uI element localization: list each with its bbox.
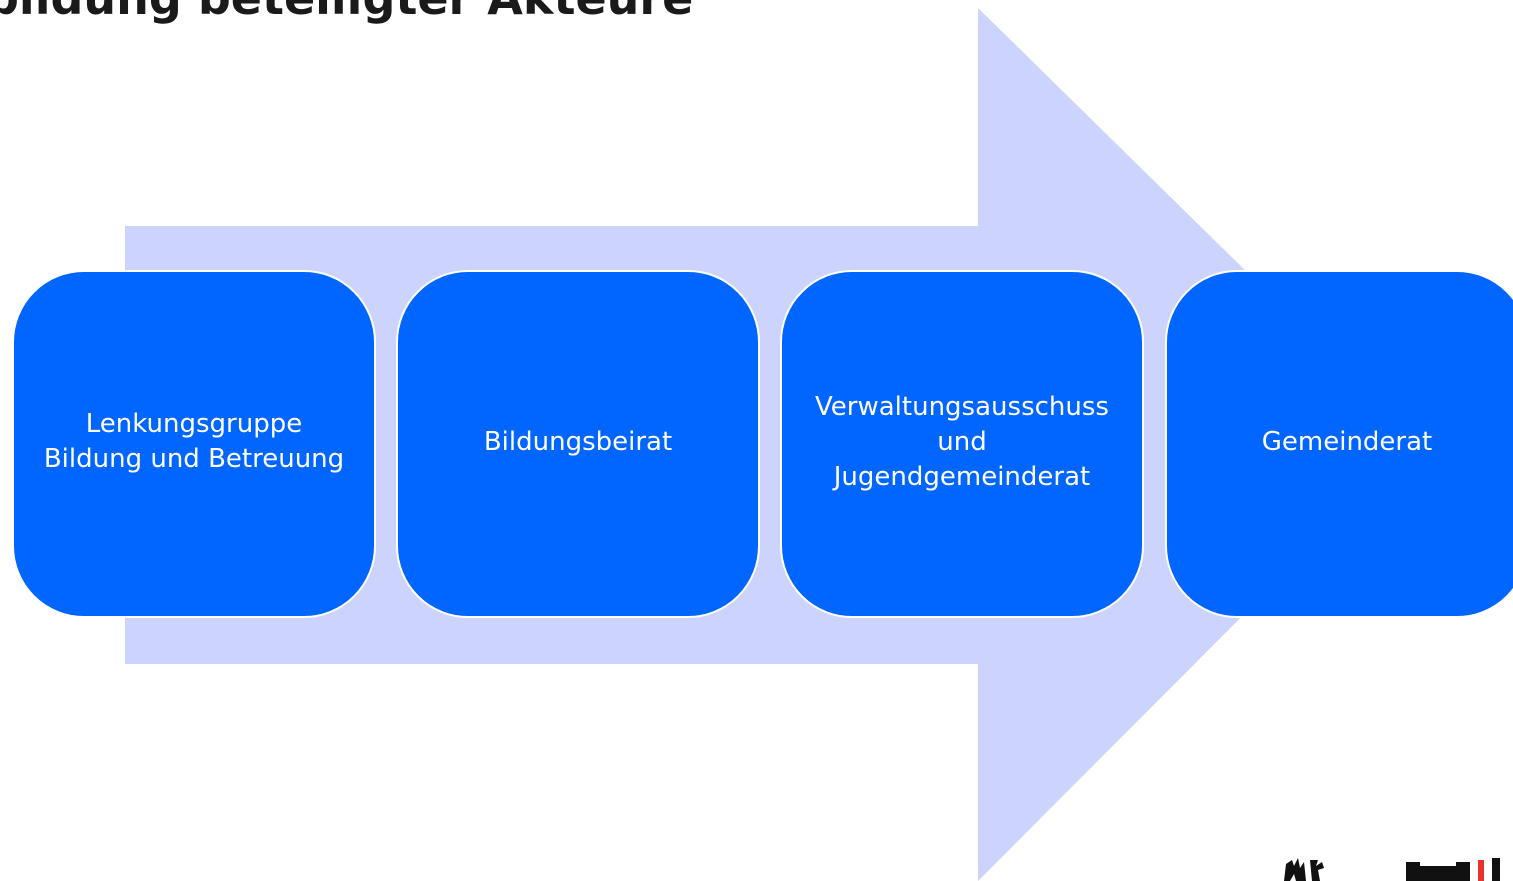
step-box-lenkungsgruppe: Lenkungsgruppe Bildung und Betreuung [12, 270, 376, 618]
step-label: Verwaltungsausschuss und Jugendgemeinder… [815, 391, 1109, 492]
step-box-verwaltungsausschuss: Verwaltungsausschuss und Jugendgemeinder… [780, 270, 1144, 618]
step-label: Bildungsbeirat [483, 426, 673, 457]
step-label: Lenkungsgruppe Bildung und Betreuung [43, 409, 345, 474]
step-box-gemeinderat: Gemeinderat [1165, 270, 1513, 618]
step-box-bildungsbeirat: Bildungsbeirat [396, 270, 760, 618]
city-coat-of-arms-logo-icon [1284, 858, 1500, 881]
slide-title: bildung beteiligter Akteure [0, 0, 693, 26]
step-label: Gemeinderat [1261, 426, 1433, 457]
